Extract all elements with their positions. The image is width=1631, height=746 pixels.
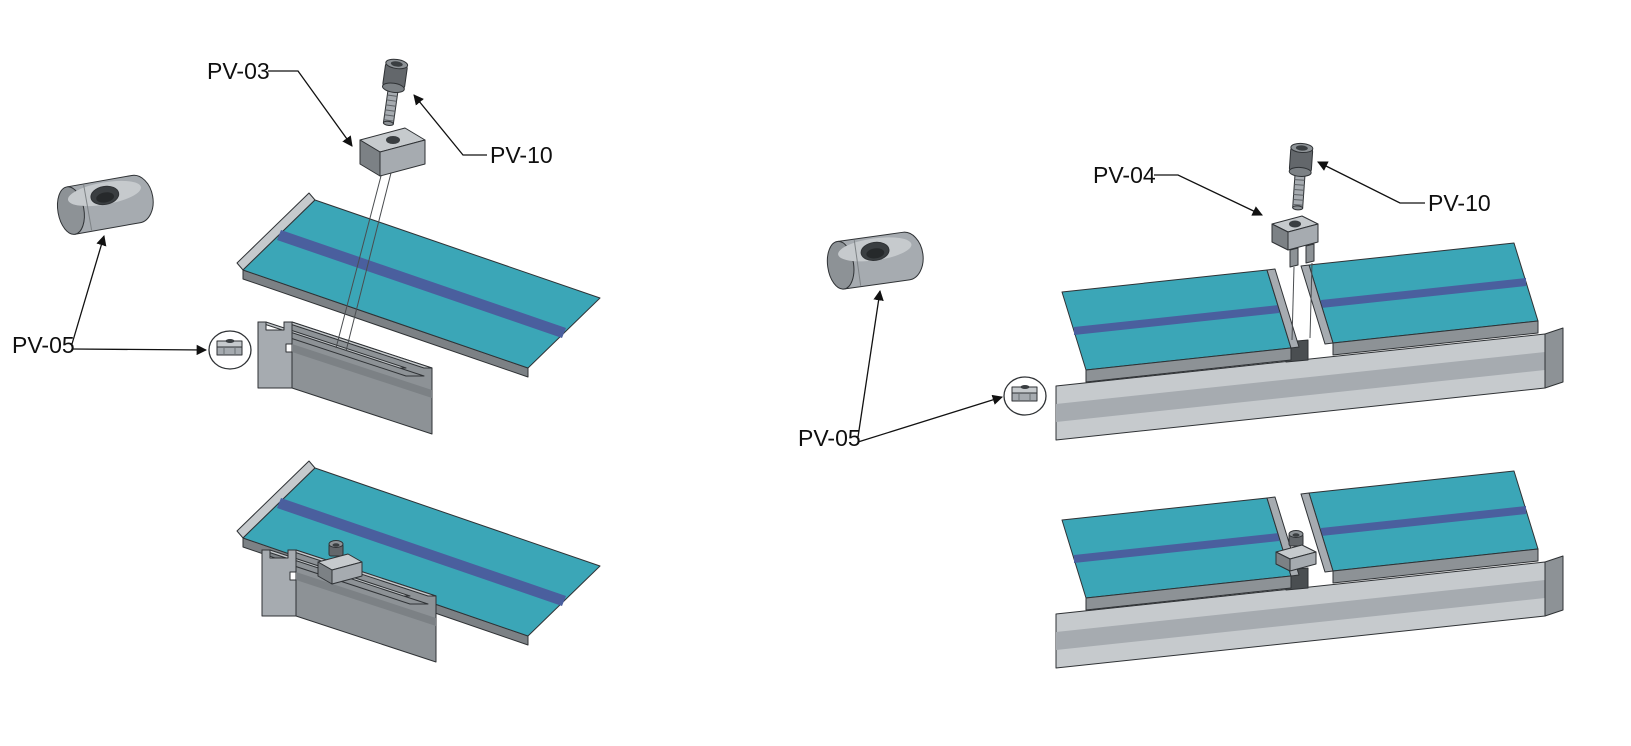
label-pv10-left: PV-10: [490, 142, 553, 168]
leader-pv05-left-nut: [71, 235, 107, 345]
leader-pv05-right-nut: [857, 289, 884, 438]
mid-clamp-installed: [1275, 530, 1317, 572]
alignment-line: [1309, 262, 1313, 339]
end-clamp: [359, 127, 426, 177]
alignment-line: [335, 175, 382, 349]
callouts: PV-03 PV-10 PV-05 PV-04 PV-10 PV-05: [12, 58, 1491, 451]
clamp-side-face: [1275, 551, 1291, 572]
clamp-side-face: [1271, 223, 1289, 251]
clamp-side-face: [317, 561, 333, 585]
clamp-side-face: [359, 139, 381, 177]
leader-pv05-right-detail: [857, 394, 1003, 443]
clamp-bolt-hole: [386, 136, 400, 144]
right-view-exploded: [823, 142, 1564, 441]
alignment-line: [345, 172, 392, 352]
bolt-socket: [332, 543, 340, 547]
leader-pv10-right: [1317, 161, 1425, 204]
label-pv03: PV-03: [207, 58, 270, 84]
right-view-installed: [1055, 470, 1564, 669]
alignment-line: [1291, 266, 1295, 341]
label-pv10-right: PV-10: [1428, 190, 1491, 216]
left-view-exploded: [53, 57, 601, 435]
leader-pv10-left: [413, 94, 487, 156]
leader-pv04: [1154, 174, 1263, 216]
leader-pv05-left-detail: [71, 344, 208, 356]
label-pv05-left: PV-05: [12, 332, 75, 358]
clamp-bolt-hole: [1289, 220, 1301, 228]
mid-clamp: [1271, 215, 1319, 268]
label-pv05-right: PV-05: [798, 425, 861, 451]
label-pv04: PV-04: [1093, 162, 1156, 188]
clamp-leg: [1289, 247, 1299, 268]
bolt-socket: [1292, 533, 1300, 537]
end-clamp-installed: [317, 540, 363, 585]
left-view-installed: [236, 460, 601, 663]
leader-pv03: [268, 70, 353, 147]
clamp-leg: [1305, 243, 1315, 264]
